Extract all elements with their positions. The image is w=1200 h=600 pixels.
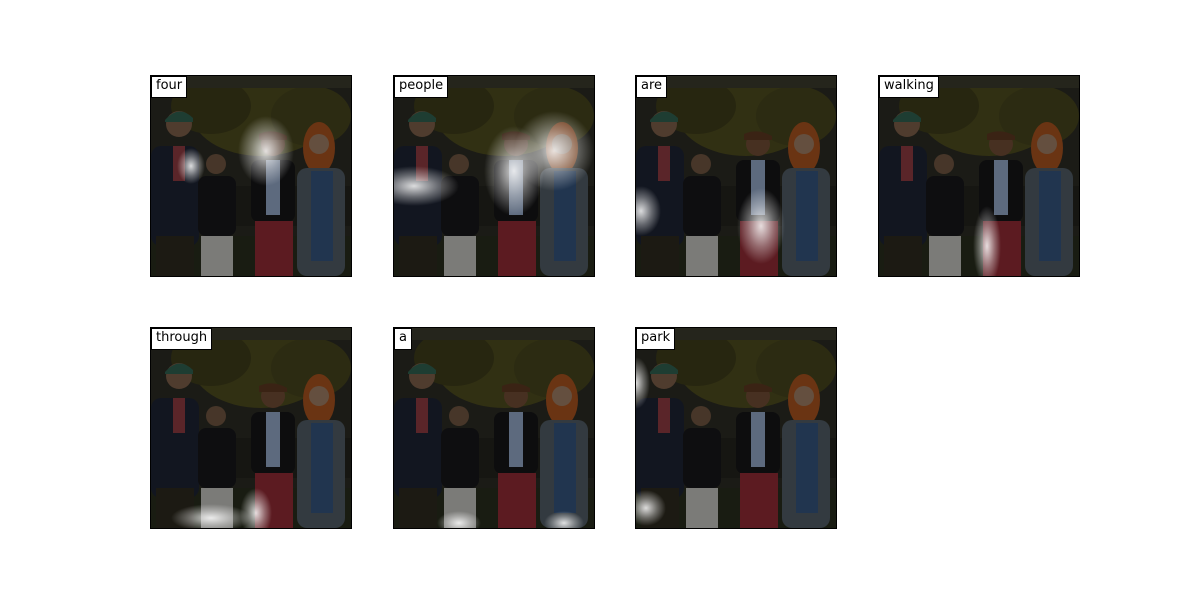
attention-panel-are: are <box>635 75 837 277</box>
word-label: are <box>636 76 668 98</box>
attention-highlight <box>636 490 666 526</box>
attention-panel-people: people <box>393 75 595 277</box>
scene-image <box>636 76 836 276</box>
scene-image <box>151 76 351 276</box>
attention-panel-park: park <box>635 327 837 529</box>
attention-highlight <box>544 511 584 528</box>
attention-highlight <box>238 116 294 186</box>
word-label: park <box>636 328 676 350</box>
word-label: walking <box>879 76 939 98</box>
attention-highlight <box>636 186 661 236</box>
word-label: a <box>394 328 412 350</box>
scene-image <box>151 328 351 528</box>
attention-highlight <box>514 111 594 191</box>
attention-panel-through: through <box>150 327 352 529</box>
word-label: people <box>394 76 449 98</box>
attention-panel-walking: walking <box>878 75 1080 277</box>
attention-highlight <box>171 504 251 528</box>
attention-panel-four: four <box>150 75 352 277</box>
scene-image <box>879 76 1079 276</box>
scene-image <box>394 328 594 528</box>
attention-highlight <box>636 357 650 409</box>
attention-panel-a: a <box>393 327 595 529</box>
attention-highlight <box>177 148 205 184</box>
scene-image <box>636 328 836 528</box>
word-label: through <box>151 328 213 350</box>
attention-highlight <box>437 511 481 528</box>
attention-highlight <box>973 206 1001 276</box>
word-label: four <box>151 76 188 98</box>
attention-highlight <box>737 188 785 264</box>
attention-highlight <box>394 166 459 206</box>
scene-image <box>394 76 594 276</box>
